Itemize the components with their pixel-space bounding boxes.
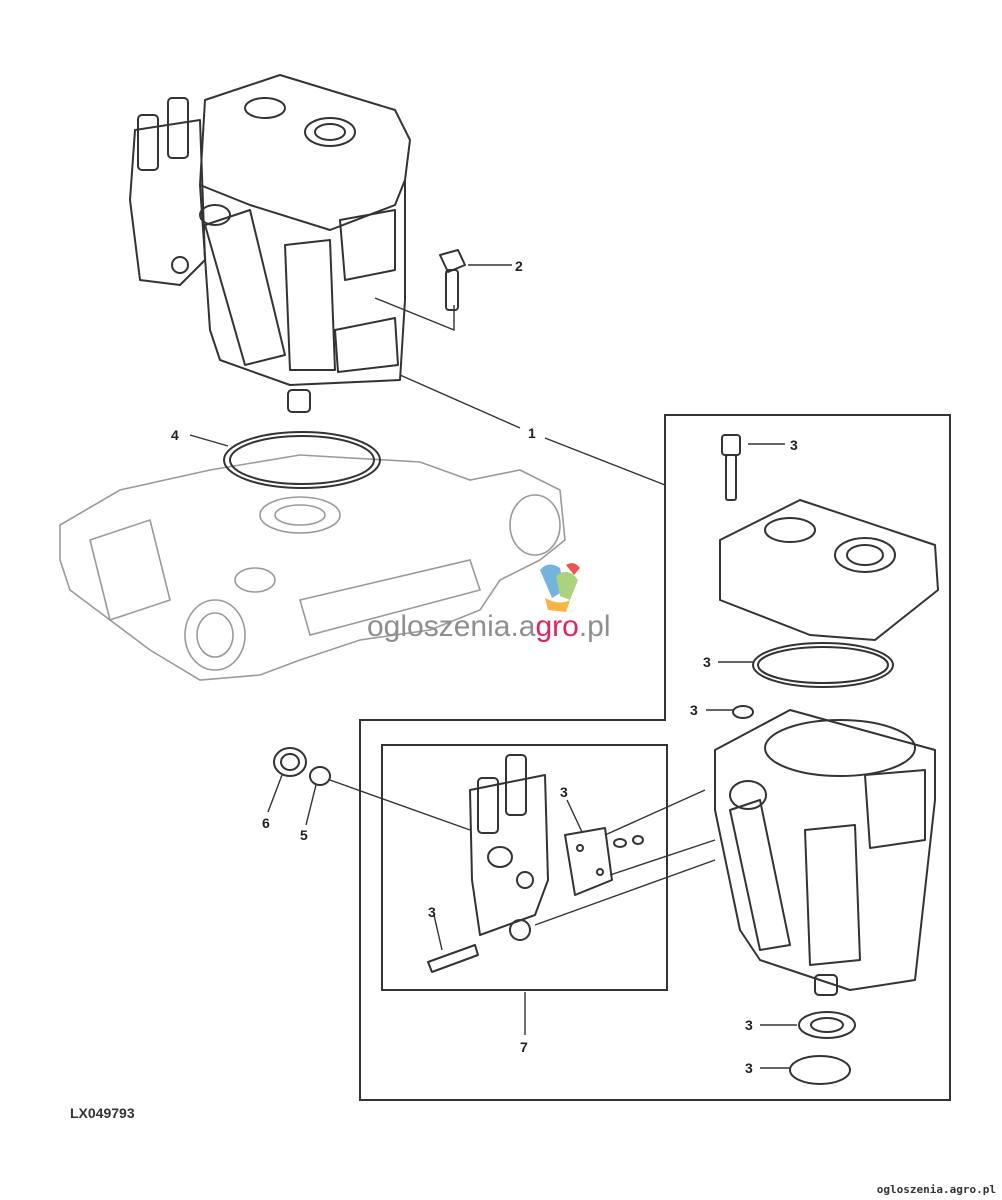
control-valve-frame bbox=[381, 744, 668, 991]
callout-plug: 6 bbox=[262, 815, 270, 831]
callout-kit-small-oring: 3 bbox=[690, 702, 698, 718]
kit-cap-screw bbox=[721, 434, 741, 501]
kit-frame-outer bbox=[359, 414, 951, 1101]
snap-ring bbox=[789, 1055, 851, 1085]
callout-mount-oring: 4 bbox=[171, 427, 179, 443]
callout-labels: 1 2 3 3 3 3 3 3 3 4 5 6 7 bbox=[171, 258, 798, 1076]
pump-body bbox=[714, 709, 936, 996]
reference-code: LX049793 bbox=[70, 1105, 135, 1121]
callout-kit-valve-screw: 3 bbox=[428, 904, 436, 920]
callout-kit-cap-screw: 3 bbox=[790, 437, 798, 453]
callout-plug-oring: 5 bbox=[300, 827, 308, 843]
plug-oring-5 bbox=[309, 766, 331, 786]
callout-kit-valve-plate: 3 bbox=[560, 784, 568, 800]
cap-screw-2 bbox=[439, 249, 466, 311]
pump-assembly-top bbox=[129, 74, 411, 413]
shaft-seal bbox=[798, 1011, 856, 1039]
watermark-logo-icon bbox=[540, 563, 580, 612]
pump-head bbox=[719, 499, 939, 641]
callout-control-valve: 7 bbox=[520, 1039, 528, 1055]
callout-kit-shaft-seal: 3 bbox=[745, 1017, 753, 1033]
watermark-text: ogloszenia.agro.pl bbox=[367, 610, 611, 643]
footer-watermark: ogloszenia.agro.pl bbox=[877, 1183, 996, 1196]
small-oring bbox=[732, 705, 754, 719]
callout-kit-snap-ring: 3 bbox=[745, 1060, 753, 1076]
head-oring bbox=[752, 642, 894, 688]
plug-6 bbox=[273, 747, 307, 777]
control-valve-7 bbox=[427, 754, 644, 973]
mount-oring-4 bbox=[223, 431, 381, 489]
mounting-housing-outline bbox=[59, 454, 566, 681]
callout-cap-screw: 2 bbox=[515, 258, 523, 274]
callout-pump-assembly: 1 bbox=[528, 425, 536, 441]
callout-kit-head-oring: 3 bbox=[703, 654, 711, 670]
leader-lines bbox=[189, 264, 797, 1069]
